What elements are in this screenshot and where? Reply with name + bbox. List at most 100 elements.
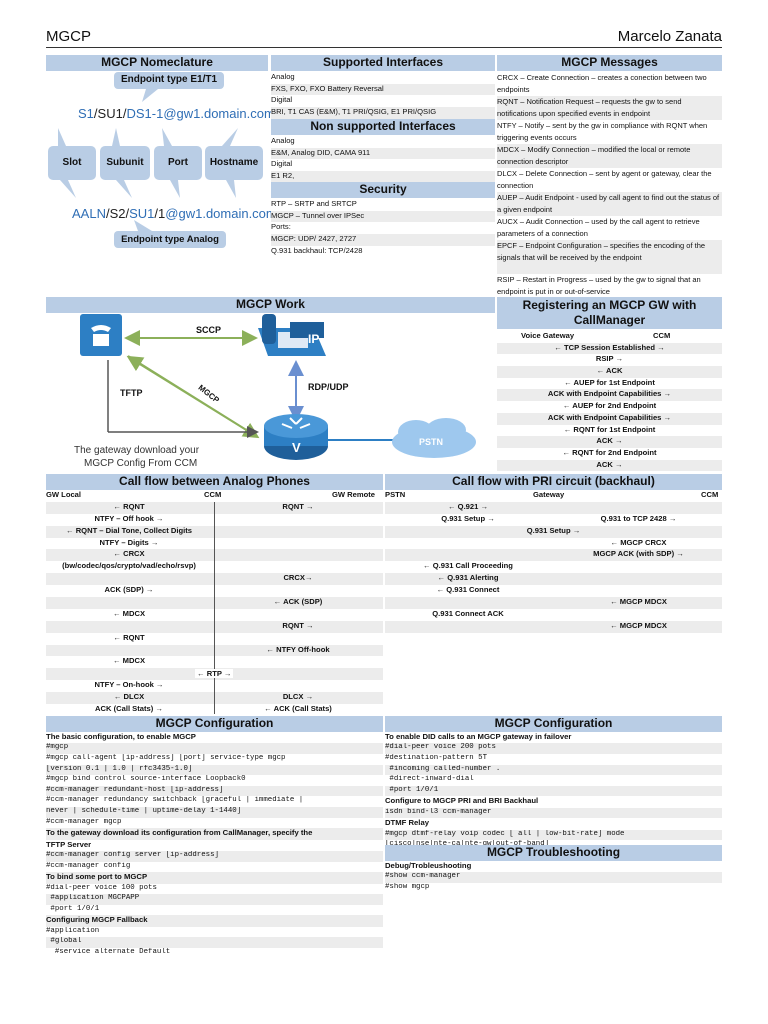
- config-left-command: #ccm-manager config server [ip-address]: [46, 850, 383, 862]
- box-subunit: Subunit: [100, 146, 150, 180]
- config-right-body: To enable DID calls to an MGCP gateway i…: [385, 732, 722, 851]
- phone-icon: [80, 314, 122, 356]
- config-left-command: #application MGCPAPP: [46, 894, 383, 905]
- col-ccm: CCM: [204, 490, 222, 499]
- analog-flow-right: ← ACK (SDP): [273, 597, 323, 607]
- analog-flow-left: ← RQNT: [113, 632, 145, 642]
- box-port: Port: [154, 146, 202, 180]
- security-title: Security: [271, 182, 495, 198]
- register-flow: Voice Gateway CCM ← TCP Session Establis…: [497, 331, 722, 472]
- analog-flow-left: ← MDCX: [112, 608, 146, 618]
- analog-flow-right: ← ACK (Call Stats): [264, 704, 332, 714]
- box-slot: Slot: [48, 146, 96, 180]
- col-gw-remote: GW Remote: [332, 490, 376, 499]
- config-left-command: #ccm-manager mgcp: [46, 817, 122, 826]
- config-left-body: The basic configuration, to enable MGCP#…: [46, 732, 383, 958]
- msg-ntfy: NTFY – Notify – sent by the gw in compli…: [497, 121, 708, 142]
- msg-crcx: CRCX – Create Connection – creates a con…: [497, 73, 707, 94]
- col-gw-local: GW Local: [46, 490, 82, 499]
- pri-flow-right: MGCP ACK (with SDP) →: [593, 549, 684, 559]
- work-caption-2: MGCP Config From CCM: [84, 458, 198, 469]
- label-tftp: TFTP: [120, 388, 143, 398]
- config-left-command: #ccm-manager redundant-host [ip-address]: [46, 785, 383, 797]
- analog-flow-left: ← MDCX: [112, 656, 146, 666]
- endpoint-analog: AALN/S2/SU1/1@gw1.domain.com: [72, 206, 277, 221]
- config-right-command: #direct-inward-dial: [385, 775, 474, 784]
- pri-flow-right: ← MGCP MDCX: [610, 620, 667, 630]
- config-right-command: isdn bind-l3 ccm-manager: [385, 807, 722, 819]
- config-right-heading: To enable DID calls to an MGCP gateway i…: [385, 732, 572, 741]
- config-left-command: #mgcp call-agent [ip-address] [port] ser…: [46, 753, 286, 762]
- messages-title: MGCP Messages: [497, 55, 722, 71]
- analog-flow-left: ACK (SDP) →: [104, 585, 154, 595]
- analog-flow-left: ACK (Call Stats) →: [95, 704, 163, 714]
- analog-flow-row: ACK (Call Stats) → ← ACK (Call Stats): [46, 704, 383, 716]
- supported-list: Analog FXS, FXO, FXO Battery Reversal Di…: [271, 72, 495, 119]
- config-left-title: MGCP Configuration: [46, 716, 383, 732]
- analog-flow-left: ← RQNT – Dial Tone, Collect Digits: [65, 525, 192, 535]
- col-pstn: PSTN: [385, 490, 406, 499]
- pri-flow-title: Call flow with PRI circuit (backhaul): [385, 474, 722, 490]
- config-left-heading: TFTP Server: [46, 839, 92, 849]
- pri-flow-rows: ← Q.921 →Q.931 Setup →Q.931 to TCP 2428 …: [385, 501, 722, 633]
- config-left-command: #ccm-manager redundancy switchback [grac…: [46, 796, 304, 805]
- messages-list: CRCX – Create Connection – creates a con…: [497, 72, 722, 298]
- pri-flow-left: Q.931 Setup →: [441, 513, 495, 523]
- author-name: Marcelo Zanata: [617, 28, 722, 45]
- callout-e1t1: Endpoint type E1/T1: [120, 74, 218, 85]
- callout-analog: Endpoint type Analog: [121, 234, 219, 245]
- pri-flow-right: Q.931 to TCP 2428 →: [600, 513, 677, 523]
- pri-flow-row: ← Q.931 Connect: [385, 585, 722, 597]
- security-list: RTP – SRTP and SRTCP MGCP – Tunnel over …: [271, 199, 495, 257]
- analog-flow-right: RQNT →: [282, 620, 314, 630]
- config-left-command: #port 1/0/1: [46, 904, 100, 913]
- msg-mdcx: MDCX – Modify Connection – modified the …: [497, 144, 722, 168]
- analog-flow-title: Call flow between Analog Phones: [46, 474, 383, 490]
- ip-phone-icon: [258, 314, 326, 356]
- config-left-command: #ccm-manager config: [46, 861, 131, 870]
- pri-flow-row: ← MGCP MDCX: [385, 620, 722, 633]
- page-header: MGCP Marcelo Zanata: [46, 26, 722, 48]
- nomenclature-callouts: [58, 72, 238, 248]
- analog-flow-left: ← RQNT: [113, 501, 145, 511]
- config-left-heading: To the gateway download its configuratio…: [46, 828, 383, 840]
- pri-flow-row: Q.931 Connect ACK: [385, 609, 722, 621]
- analog-flow-left: ← CRCX: [113, 549, 145, 559]
- config-left-command: #mgcp: [46, 743, 383, 754]
- analog-flow-row: (bw/codec/qos/crypto/vad/echo/rsvp): [46, 561, 383, 573]
- register-col-gateway: Voice Gateway: [521, 331, 575, 340]
- work-diagram: [80, 314, 476, 460]
- pri-flow-row: Q.931 Setup → Q.931 to TCP 2428 →: [385, 514, 722, 526]
- label-rdp-udp: RDP/UDP: [308, 382, 349, 392]
- pri-flow-row: ← Q.931 Alerting: [385, 573, 722, 586]
- analog-flow-left: NTFY – Off hook →: [94, 513, 164, 523]
- analog-flow-right: RQNT →: [282, 501, 314, 511]
- register-col-ccm: CCM: [653, 331, 671, 340]
- analog-flow-row: NTFY – On-hook →: [46, 680, 383, 692]
- config-right-command: #mgcp dtmf-relay voip codec [ all | low-…: [385, 829, 722, 841]
- analog-flow-left: (bw/codec/qos/crypto/vad/echo/rsvp): [62, 561, 196, 571]
- config-right-command: [cisco|nse|nte-ca|nte-gw|out-of-band]: [385, 840, 722, 851]
- pri-flow-mid: Q.931 Setup →: [526, 525, 581, 535]
- router-icon: [264, 414, 328, 460]
- analog-flow-row: ← MDCX: [46, 656, 383, 668]
- config-left-command: never | schedule-time | uptime-delay 1-1…: [46, 806, 383, 818]
- config-right-command: #incoming called-number .: [385, 764, 722, 776]
- analog-flow-row: ← RQNT: [46, 633, 383, 645]
- label-v: V: [292, 440, 301, 455]
- label-sccp: SCCP: [196, 325, 222, 335]
- troubleshooting-command: #show mgcp: [385, 882, 430, 891]
- pri-flow-row: Q.931 Setup →: [385, 525, 722, 538]
- msg-auep: AUEP – Audit Endpoint - used by call age…: [497, 192, 722, 216]
- col-gateway: Gateway: [533, 490, 565, 499]
- page-title: MGCP: [46, 28, 91, 45]
- troubleshooting-body: Debug/Trobleushooting #show ccm-manager#s…: [385, 861, 722, 894]
- col-ccm-pri: CCM: [701, 490, 719, 499]
- troubleshooting-command: #show ccm-manager: [385, 872, 722, 883]
- msg-dlcx: DLCX – Delete Connection – sent by agent…: [497, 169, 712, 190]
- troubleshooting-heading: Debug/Trobleushooting: [385, 861, 472, 870]
- config-left-heading: To bind some port to MGCP: [46, 872, 383, 884]
- analog-flow-left: ← DLCX: [113, 692, 145, 702]
- label-ip: IP: [308, 332, 320, 346]
